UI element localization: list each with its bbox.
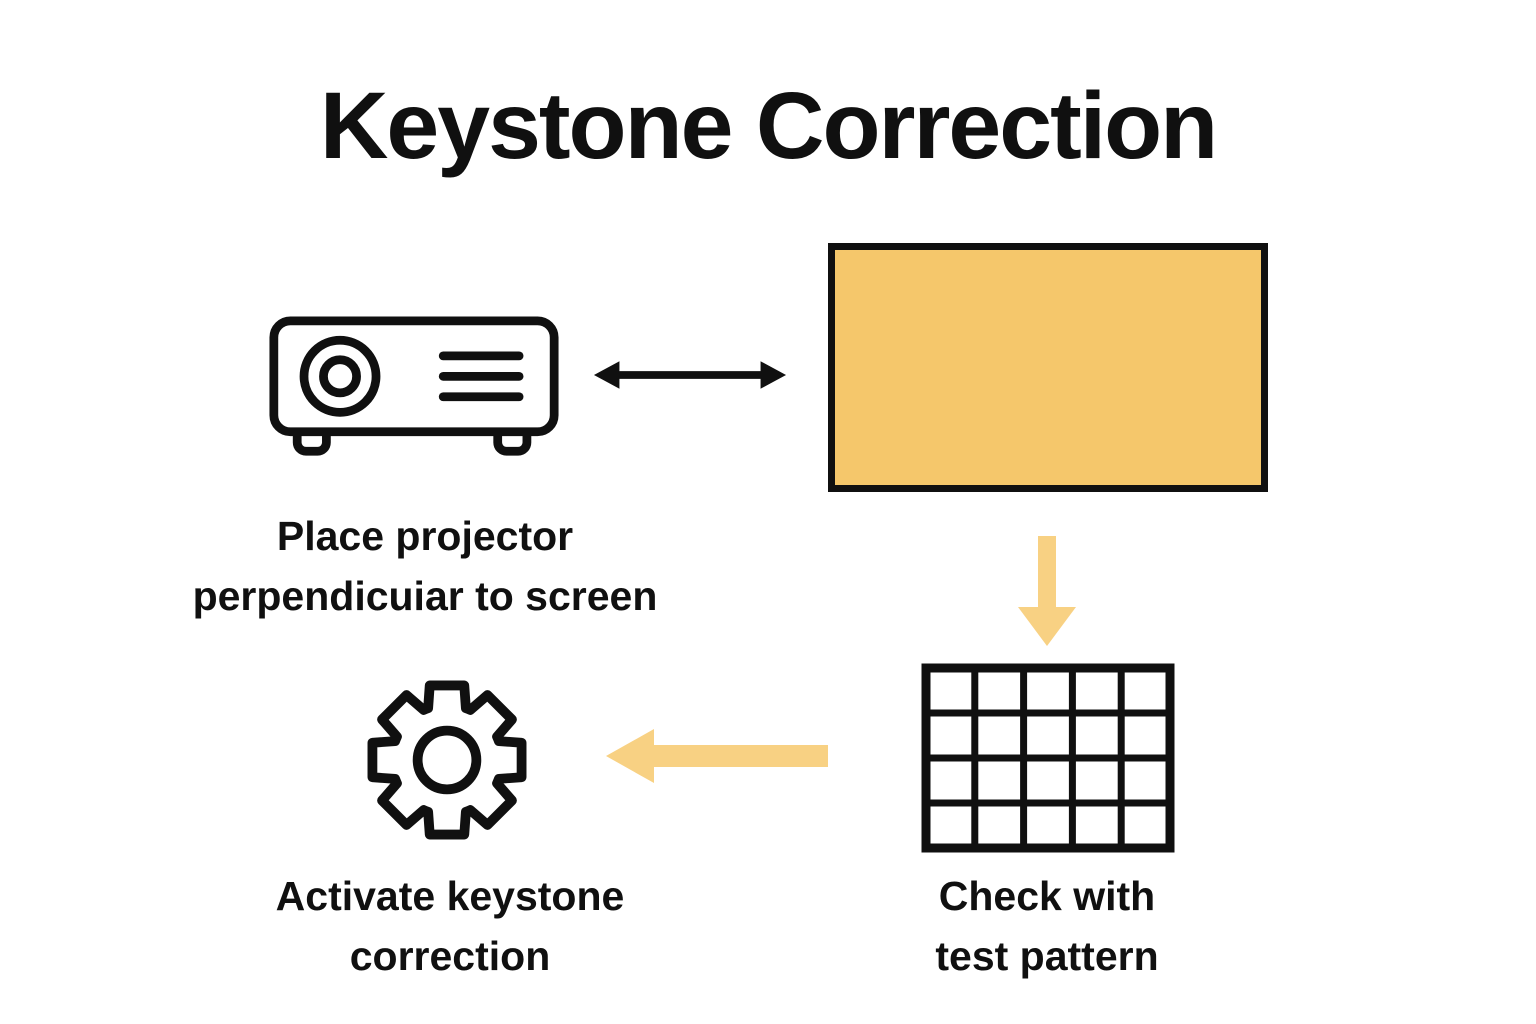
left-arrow-icon bbox=[606, 727, 828, 785]
gear-center-hole bbox=[412, 725, 482, 795]
caption-place-projector-line2: perpendicuiar to screen bbox=[192, 573, 658, 619]
projection-screen-shape bbox=[828, 243, 1268, 492]
double-headed-arrow-icon bbox=[592, 352, 788, 398]
projector-icon bbox=[268, 312, 560, 464]
caption-activate-keystone-line2: correction bbox=[349, 933, 551, 979]
caption-check-pattern: Check with test pattern bbox=[847, 866, 1247, 986]
caption-check-pattern-line1: Check with bbox=[938, 873, 1156, 919]
caption-place-projector-line1: Place projector bbox=[276, 513, 574, 559]
down-arrow-icon bbox=[1016, 536, 1078, 648]
double-arrow-head-left bbox=[593, 361, 620, 389]
down-arrow-head bbox=[1018, 607, 1076, 646]
gear-icon bbox=[358, 671, 536, 849]
down-arrow-shaft bbox=[1038, 536, 1056, 610]
projector-lens-inner bbox=[319, 355, 361, 398]
page-title: Keystone Correction bbox=[319, 73, 1218, 179]
left-arrow-shaft bbox=[652, 745, 828, 767]
double-arrow-svg bbox=[593, 361, 787, 389]
gear-icon-svg bbox=[367, 680, 527, 840]
gear-outline bbox=[367, 680, 527, 840]
test-pattern-grid-icon bbox=[921, 663, 1175, 853]
test-pattern-grid-svg bbox=[921, 663, 1175, 853]
down-arrow-svg bbox=[1018, 536, 1076, 646]
caption-check-pattern-line2: test pattern bbox=[935, 933, 1159, 979]
left-arrow-svg bbox=[606, 729, 828, 783]
caption-place-projector: Place projector perpendicuiar to screen bbox=[90, 506, 760, 626]
caption-activate-keystone: Activate keystone correction bbox=[150, 866, 750, 986]
left-arrow-head bbox=[606, 729, 654, 783]
projector-icon-svg bbox=[269, 316, 559, 456]
double-arrow-head-right bbox=[760, 361, 787, 389]
caption-activate-keystone-line1: Activate keystone bbox=[275, 873, 625, 919]
